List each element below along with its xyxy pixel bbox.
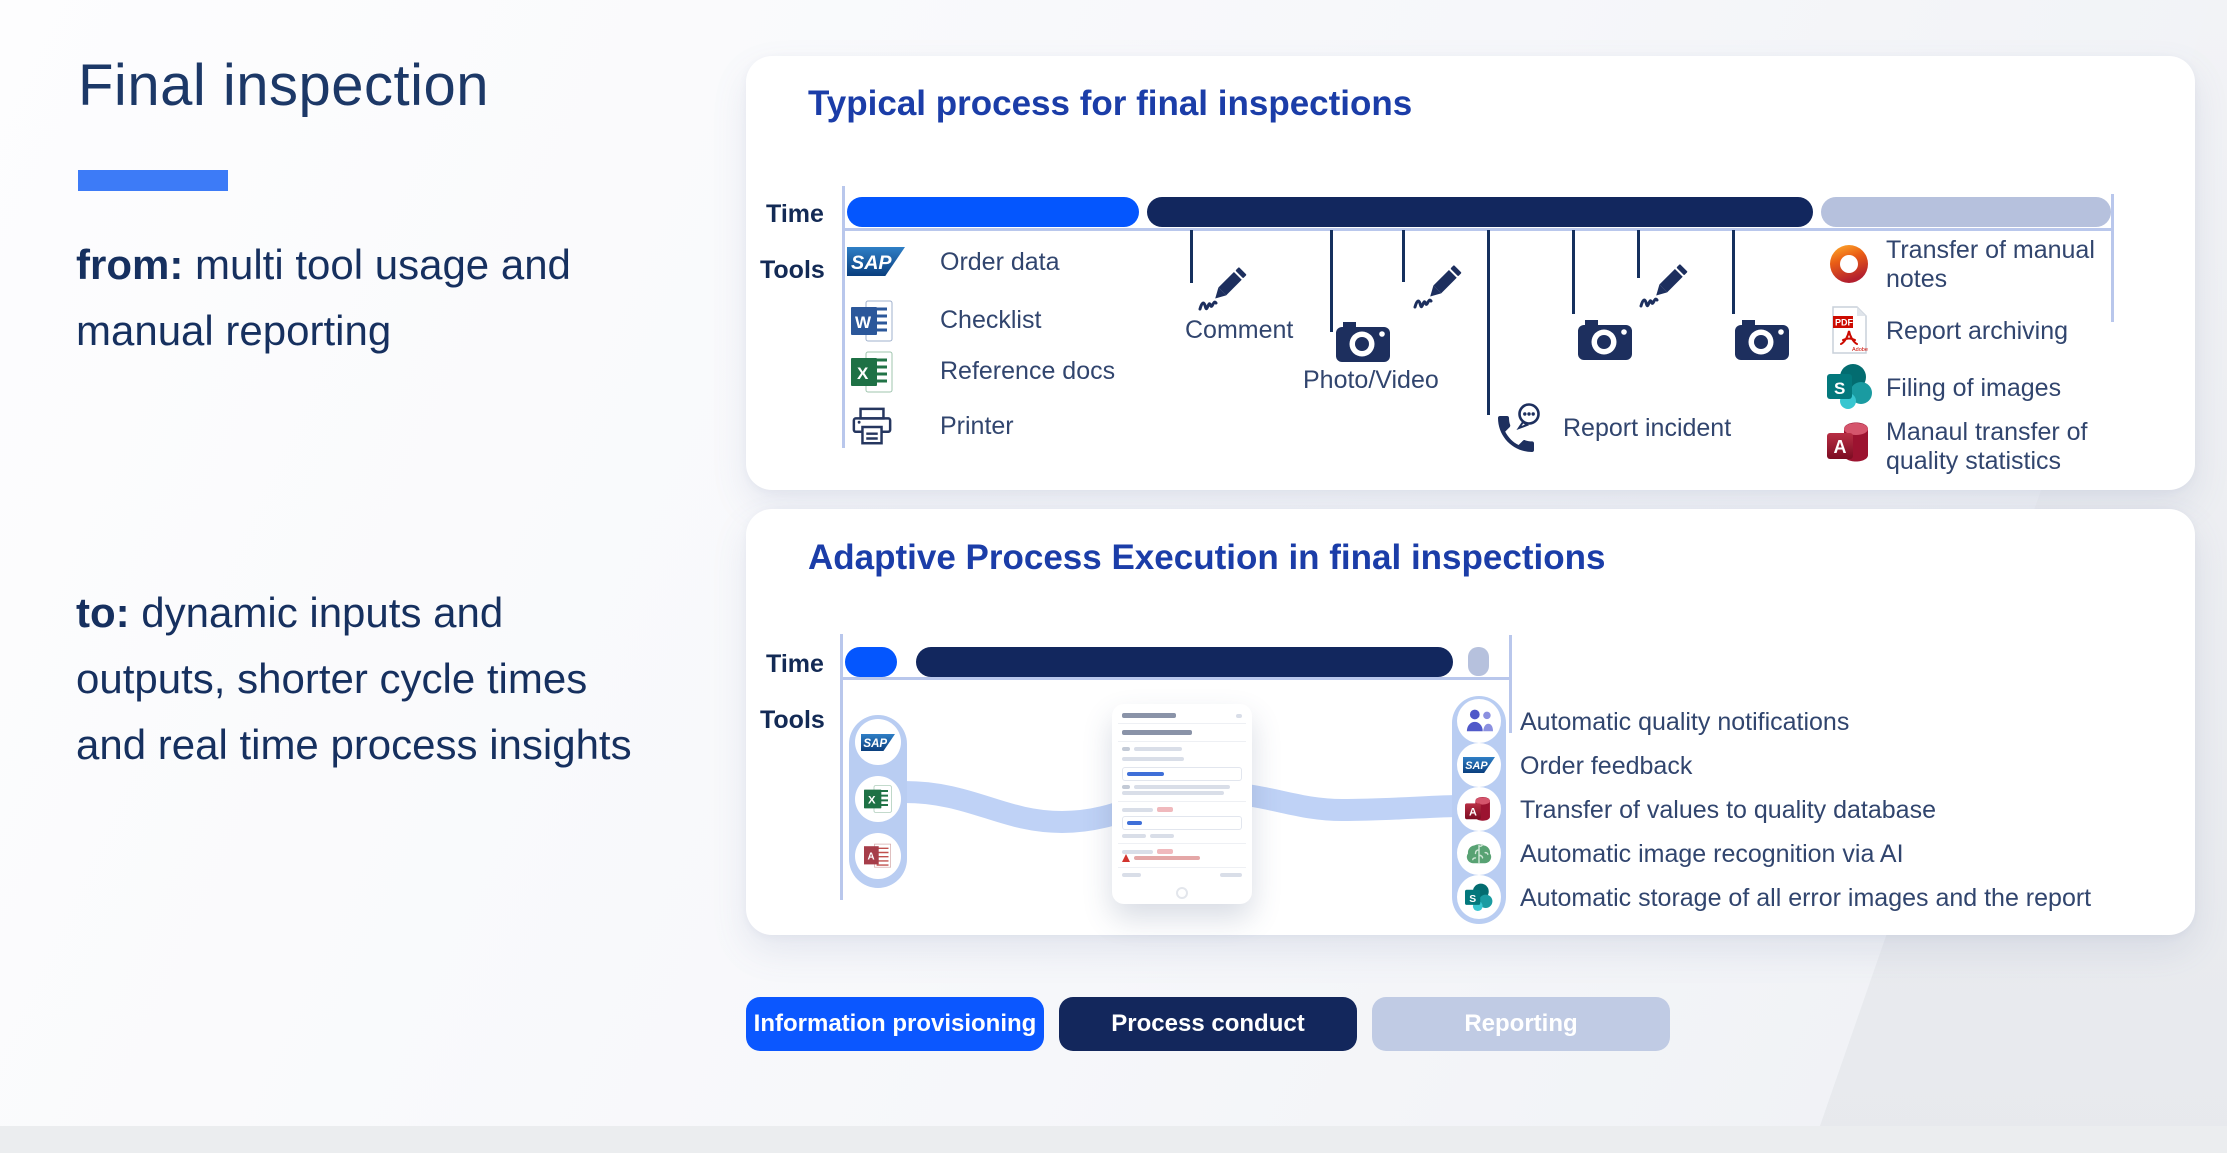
tick-mark	[1732, 230, 1735, 314]
excel-icon: X	[850, 350, 894, 394]
title-underline	[78, 170, 228, 191]
to-paragraph: to: dynamic inputs and outputs, shorter …	[76, 580, 636, 778]
time-segment-reporting	[1821, 197, 2111, 227]
svg-text:S: S	[1469, 894, 1476, 905]
svg-text:Adobe: Adobe	[1852, 347, 1868, 353]
error-warning-row	[1122, 854, 1242, 862]
phone-call-icon	[1490, 402, 1546, 454]
tick-mark	[1402, 230, 1405, 282]
time-segment-conduct	[916, 647, 1453, 677]
pen-icon	[1196, 267, 1248, 315]
tick-mark	[1637, 230, 1640, 278]
time-segment-provisioning	[847, 197, 1139, 227]
sap-logo-icon: SAP	[846, 246, 906, 276]
typical-card-title: Typical process for final inspections	[808, 84, 1413, 123]
from-label: from:	[76, 241, 184, 288]
legend-button-reporting[interactable]: Reporting	[1372, 997, 1670, 1051]
word-icon: W	[850, 299, 894, 343]
axis-left-line	[842, 186, 845, 448]
page-title: Final inspection	[78, 53, 489, 118]
tool-label: Manaul transfer of quality statistics	[1886, 418, 2088, 475]
axis-right-line	[2111, 194, 2114, 322]
output-label: Automatic image recognition via AI	[1520, 840, 1904, 868]
output-label: Automatic storage of all error images an…	[1520, 884, 2092, 912]
axis-right-line	[1509, 635, 1512, 733]
access-icon: A	[855, 833, 901, 879]
to-label: to:	[76, 589, 130, 636]
inspection-app-mockup	[1112, 704, 1252, 904]
sap-logo-icon: SAP	[855, 719, 901, 765]
tools-axis-label: Tools	[760, 706, 825, 734]
axis-left-line	[840, 634, 843, 900]
teams-icon	[1457, 699, 1501, 743]
tool-label: Reference docs	[940, 357, 1116, 385]
printer-icon	[850, 405, 894, 449]
access-icon: A	[1457, 787, 1501, 831]
annotation-label: Report incident	[1563, 414, 1732, 442]
pen-icon	[1637, 264, 1689, 312]
ai-brain-icon	[1457, 831, 1501, 875]
tool-label: Transfer of manual notes	[1886, 236, 2095, 293]
legend-button-information-provisioning[interactable]: Information provisioning	[746, 997, 1044, 1051]
home-button	[1176, 887, 1188, 899]
sap-logo-icon: SAP	[1457, 743, 1501, 787]
tools-axis-label: Tools	[760, 256, 825, 284]
footer-band	[0, 1126, 2227, 1153]
camera-icon	[1734, 315, 1790, 361]
warning-triangle-icon	[1122, 854, 1130, 862]
svg-text:SAP: SAP	[851, 252, 892, 274]
output-label: Transfer of values to quality database	[1520, 796, 1936, 824]
svg-text:SAP: SAP	[863, 737, 887, 749]
camera-icon	[1335, 317, 1391, 363]
svg-text:A: A	[1834, 437, 1847, 457]
from-paragraph: from: multi tool usage and manual report…	[76, 232, 716, 364]
adaptive-card-title: Adaptive Process Execution in final insp…	[808, 538, 1606, 577]
sharepoint-icon: S	[1826, 362, 1874, 410]
time-segment-provisioning	[845, 647, 897, 677]
legend-button-process-conduct[interactable]: Process conduct	[1059, 997, 1357, 1051]
annotation-label: Photo/Video	[1303, 366, 1439, 394]
svg-text:A: A	[868, 852, 875, 863]
sharepoint-icon: S	[1457, 875, 1501, 919]
pen-icon	[1411, 265, 1463, 313]
tool-label: Report archiving	[1886, 317, 2069, 345]
tick-mark	[1190, 230, 1193, 283]
axis-baseline	[842, 228, 2114, 231]
time-segment-conduct	[1147, 197, 1813, 227]
svg-text:S: S	[1834, 379, 1845, 398]
svg-text:A: A	[1469, 806, 1477, 818]
access-icon: A	[1826, 420, 1874, 466]
tool-label: Filing of images	[1886, 374, 2062, 402]
from-text: multi tool usage and manual reporting	[76, 241, 571, 354]
svg-text:PDF: PDF	[1835, 318, 1854, 328]
time-axis-label: Time	[766, 200, 824, 228]
axis-baseline	[840, 677, 1512, 680]
time-axis-label: Time	[766, 650, 824, 678]
output-label: Order feedback	[1520, 752, 1693, 780]
svg-text:W: W	[855, 313, 872, 332]
output-label: Automatic quality notifications	[1520, 708, 1850, 736]
annotation-label: Comment	[1185, 316, 1294, 344]
tool-label: Printer	[940, 412, 1014, 440]
pdf-icon: PDF Adobe	[1828, 305, 1870, 355]
office-icon	[1826, 238, 1872, 288]
tick-mark	[1330, 230, 1333, 332]
to-text: dynamic inputs and outputs, shorter cycl…	[76, 589, 632, 768]
excel-icon: X	[855, 776, 901, 822]
svg-text:X: X	[857, 364, 869, 383]
tool-label: Order data	[940, 248, 1060, 276]
camera-icon	[1577, 315, 1633, 361]
svg-text:SAP: SAP	[1465, 760, 1488, 772]
typical-process-card	[746, 56, 2195, 490]
tick-mark	[1487, 230, 1490, 415]
tick-mark	[1572, 230, 1575, 314]
tool-label: Checklist	[940, 306, 1042, 334]
svg-text:X: X	[868, 795, 876, 807]
time-segment-reporting	[1468, 647, 1489, 676]
